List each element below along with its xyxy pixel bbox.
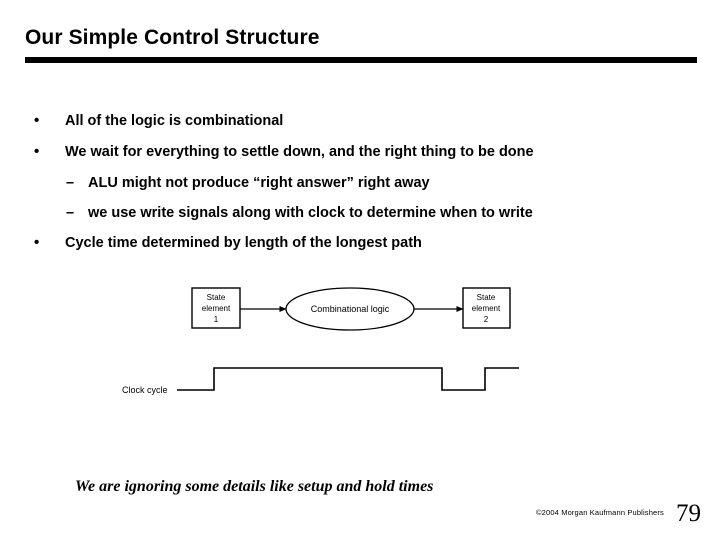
bullet-item: • Cycle time determined by length of the… xyxy=(34,234,704,254)
page-title: Our Simple Control Structure xyxy=(25,26,320,49)
dash-marker-icon: – xyxy=(66,205,75,221)
state-element-1-line2: element xyxy=(202,304,231,313)
dash-marker-icon: – xyxy=(66,175,75,191)
clock-cycle-label: Clock cycle xyxy=(122,385,168,395)
bullet-marker-icon: • xyxy=(34,234,40,251)
bullet-item: • All of the logic is combinational xyxy=(34,112,704,132)
control-structure-diagram: State element 1 Combinational logic Stat… xyxy=(0,270,720,415)
state-element-1-line1: State xyxy=(207,293,226,302)
bullet-item: • We wait for everything to settle down,… xyxy=(34,143,704,163)
combinational-logic-ellipse: Combinational logic xyxy=(285,287,415,331)
footer-note: We are ignoring some details like setup … xyxy=(75,478,434,495)
title-divider xyxy=(25,57,697,63)
state-element-1-box: State element 1 xyxy=(191,287,241,329)
state-element-2-line1: State xyxy=(477,293,496,302)
sub-bullet-item: – we use write signals along with clock … xyxy=(66,204,706,224)
bullet-marker-icon: • xyxy=(34,112,40,129)
bullet-text: All of the logic is combinational xyxy=(65,113,284,129)
bullet-text: We wait for everything to settle down, a… xyxy=(65,144,534,160)
sub-bullet-text: ALU might not produce “right answer” rig… xyxy=(88,175,430,191)
sub-bullet-item: – ALU might not produce “right answer” r… xyxy=(66,174,706,194)
copyright-text: ©2004 Morgan Kaufmann Publishers xyxy=(536,508,664,517)
state-element-2-line3: 2 xyxy=(484,315,489,324)
bullet-text: Cycle time determined by length of the l… xyxy=(65,235,422,251)
combinational-logic-label: Combinational logic xyxy=(311,304,390,314)
clock-waveform xyxy=(177,367,519,391)
bullet-marker-icon: • xyxy=(34,143,40,160)
sub-bullet-text: we use write signals along with clock to… xyxy=(88,205,533,221)
page-number: 79 xyxy=(676,500,701,527)
state-element-2-box: State element 2 xyxy=(462,287,511,329)
state-element-2-line2: element xyxy=(472,304,501,313)
state-element-1-line3: 1 xyxy=(214,315,219,324)
